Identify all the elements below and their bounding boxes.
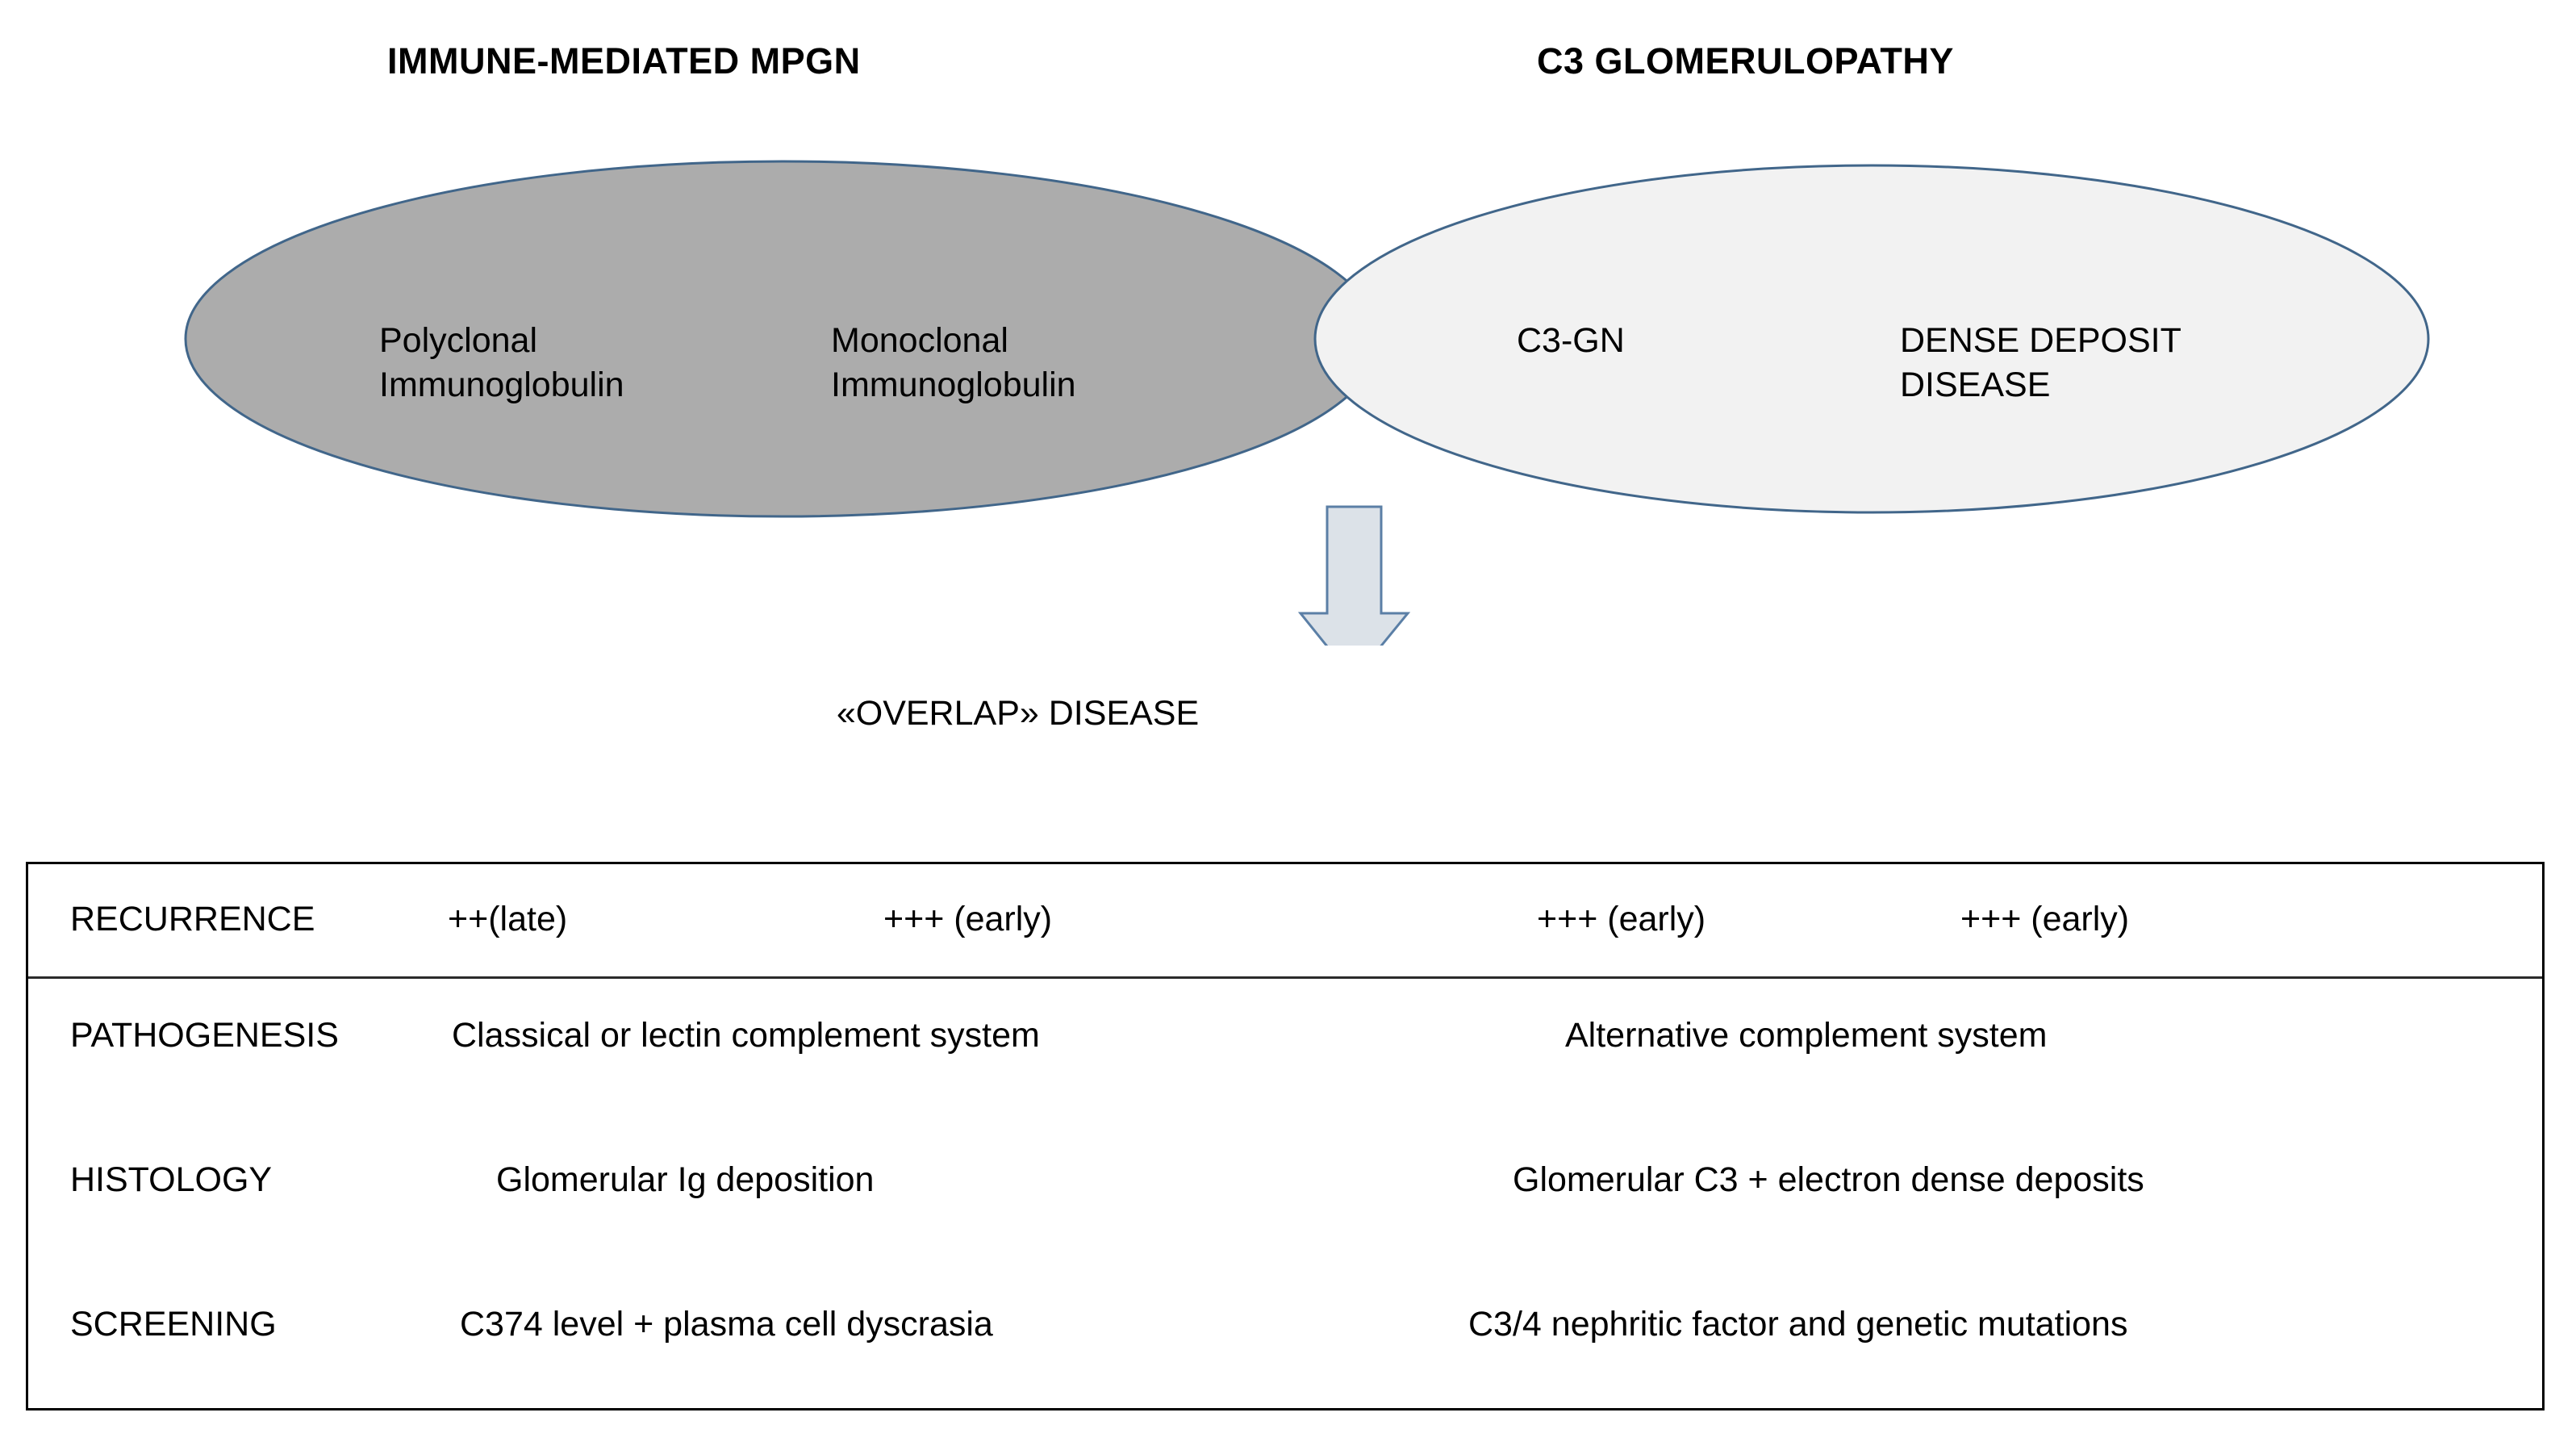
histology-left-value: Glomerular Ig deposition — [496, 1160, 875, 1199]
label-c3-gn: C3-GN — [1517, 321, 1625, 360]
histology-right-value: Glomerular C3 + electron dense deposits — [1513, 1160, 2144, 1199]
overlap-down-arrow-icon — [1297, 505, 1411, 646]
pathogenesis-right-value: Alternative complement system — [1565, 1016, 2048, 1055]
label-polyclonal-immunoglobulin: Polyclonal Immunoglobulin — [379, 321, 624, 405]
comparison-table: RECURRENCE ++(late) +++ (early) +++ (ear… — [26, 862, 2545, 1410]
label-dense-deposit-disease: DENSE DEPOSIT DISEASE — [1900, 321, 2181, 405]
c3-glomerulopathy-ellipse — [1313, 164, 2430, 514]
table-row-histology: HISTOLOGY Glomerular Ig deposition Glome… — [28, 1123, 2542, 1268]
left-group-title: IMMUNE-MEDIATED MPGN — [387, 40, 861, 81]
table-row-recurrence: RECURRENCE ++(late) +++ (early) +++ (ear… — [28, 864, 2542, 979]
pathogenesis-left-value: Classical or lectin complement system — [452, 1016, 1040, 1055]
right-group-title: C3 GLOMERULOPATHY — [1537, 40, 1954, 81]
row-label-histology: HISTOLOGY — [70, 1160, 273, 1199]
immune-mediated-mpgn-ellipse — [184, 160, 1381, 518]
table-row-screening: SCREENING C374 level + plasma cell dyscr… — [28, 1268, 2542, 1412]
venn-svg — [184, 160, 2430, 646]
row-label-recurrence: RECURRENCE — [70, 900, 315, 938]
overlap-disease-caption-wrap: «OVERLAP» DISEASE — [0, 694, 2576, 733]
row-label-screening: SCREENING — [70, 1305, 277, 1344]
recurrence-value-polyclonal: ++(late) — [448, 900, 568, 938]
venn-diagram — [0, 81, 2576, 646]
recurrence-value-c3gn: +++ (early) — [1537, 900, 1706, 938]
screening-right-value: C3/4 nephritic factor and genetic mutati… — [1468, 1305, 2128, 1344]
row-label-pathogenesis: PATHOGENESIS — [70, 1016, 339, 1055]
recurrence-value-ddd: +++ (early) — [1960, 900, 2130, 938]
recurrence-value-monoclonal: +++ (early) — [883, 900, 1053, 938]
overlap-disease-caption: «OVERLAP» DISEASE — [836, 694, 1200, 733]
label-monoclonal-immunoglobulin: Monoclonal Immunoglobulin — [831, 321, 1076, 405]
screening-left-value: C374 level + plasma cell dyscrasia — [460, 1305, 993, 1344]
table-row-pathogenesis: PATHOGENESIS Classical or lectin complem… — [28, 979, 2542, 1123]
